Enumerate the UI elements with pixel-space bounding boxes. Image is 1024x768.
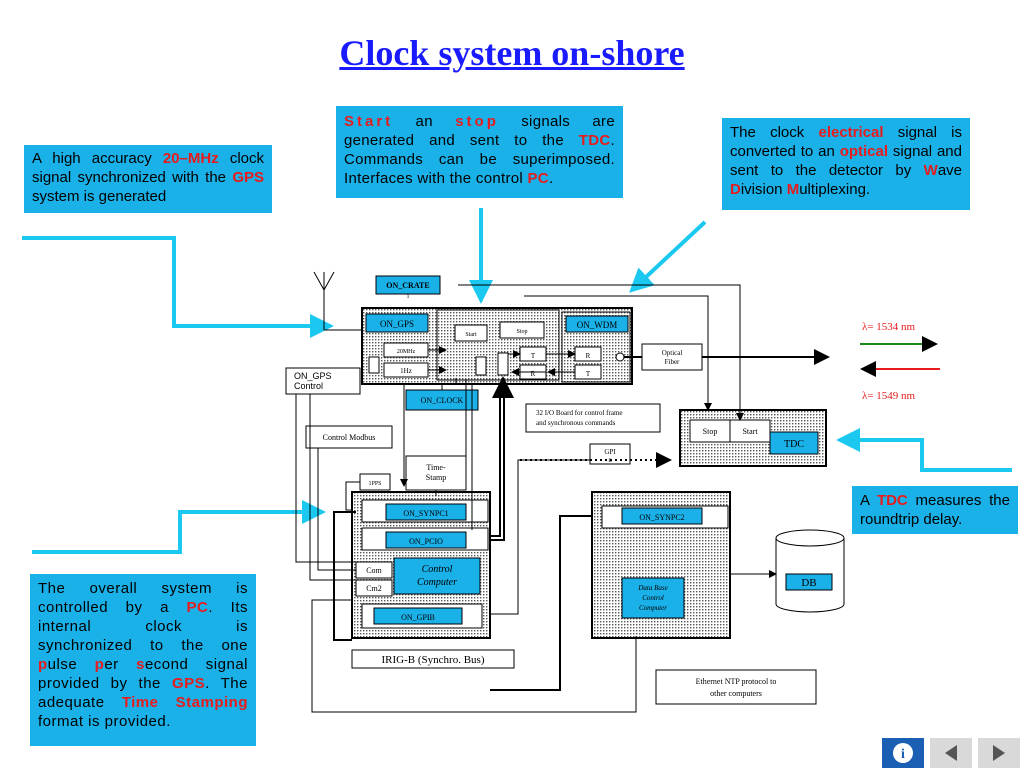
svg-text:i: i <box>901 747 905 762</box>
svg-text:Computer: Computer <box>639 604 667 612</box>
lambda-1549: λ= 1549 nm <box>862 390 916 402</box>
svg-text:Computer: Computer <box>417 577 457 588</box>
svg-text:other computers: other computers <box>710 689 762 698</box>
svg-text:Start: Start <box>465 332 477 338</box>
svg-text:and synchronous commands: and synchronous commands <box>536 419 616 427</box>
svg-text:Stamp: Stamp <box>426 473 446 482</box>
svg-text:20MHz: 20MHz <box>397 349 416 355</box>
svg-text:Stop: Stop <box>703 427 718 436</box>
svg-text:1: 1 <box>407 294 410 300</box>
pointer-lines <box>22 208 1012 554</box>
on-crate-label-box <box>375 275 441 295</box>
lambda-1534: λ= 1534 nm <box>862 321 916 333</box>
svg-text:R: R <box>531 370 536 378</box>
svg-text:Com: Com <box>366 566 382 575</box>
svg-text:Fiber: Fiber <box>665 358 680 366</box>
svg-text:1Hz: 1Hz <box>400 367 412 375</box>
prev-arrow-icon <box>945 745 957 761</box>
on-gps-label: ON_GPS <box>380 319 414 329</box>
info-button[interactable]: i <box>882 738 924 768</box>
svg-text:ON_GPS: ON_GPS <box>294 371 332 381</box>
on-synpc1-label: ON_SYNPC1 <box>403 509 448 518</box>
svg-text:Control: Control <box>422 564 453 575</box>
info-icon: i <box>893 743 913 763</box>
pc-callout: The overall system is controlled by a PC… <box>30 574 256 746</box>
on-crate-label: ON_CRATE <box>386 281 429 290</box>
svg-text:1PPS: 1PPS <box>368 481 381 487</box>
svg-text:T: T <box>531 352 536 360</box>
antenna-icon <box>313 271 335 330</box>
on-pcio-label: ON_PCIO <box>409 537 443 546</box>
db-label: DB <box>801 577 816 589</box>
svg-text:Start: Start <box>742 427 758 436</box>
start-stop-callout: Start an stop signals are generated and … <box>336 106 623 198</box>
svg-text:Ethernet NTP protocol to: Ethernet NTP protocol to <box>696 677 777 686</box>
gps-callout: A high accuracy 20–MHz clock signal sync… <box>24 145 272 213</box>
on-synpc2-label: ON_SYNPC2 <box>639 513 684 522</box>
svg-text:Time-: Time- <box>426 463 446 472</box>
irig-b-label: IRIG-B (Synchro. Bus) <box>382 654 485 666</box>
on-clock-label: ON_CLOCK <box>421 396 464 405</box>
on-gpib-label: ON_GPIB <box>401 613 435 622</box>
svg-text:T: T <box>586 370 591 378</box>
tdc-label: TDC <box>784 439 804 450</box>
database-icon <box>775 529 845 613</box>
on-wdm-label: ON_WDM <box>577 320 618 330</box>
svg-text:Control: Control <box>642 594 664 602</box>
next-arrow-icon <box>993 745 1005 761</box>
svg-text:R: R <box>586 352 591 360</box>
svg-text:Data Base: Data Base <box>637 584 667 592</box>
svg-text:Cm2: Cm2 <box>366 584 382 593</box>
svg-text:Stop: Stop <box>516 329 527 335</box>
prev-button[interactable] <box>930 738 972 768</box>
tdc-callout: A TDC measures the roundtrip delay. <box>852 486 1018 534</box>
wdm-callout: The clock electrical signal is converted… <box>722 118 970 210</box>
next-button[interactable] <box>978 738 1020 768</box>
svg-text:Control Modbus: Control Modbus <box>323 433 376 442</box>
svg-text:Optical: Optical <box>662 349 683 357</box>
svg-text:B: B <box>608 459 612 464</box>
svg-text:Control: Control <box>294 381 323 391</box>
svg-text:32 I/O Board for control frame: 32 I/O Board for control frame <box>536 409 623 417</box>
svg-text:GPI: GPI <box>604 448 616 456</box>
page-title: Clock system on-shore <box>339 33 685 73</box>
